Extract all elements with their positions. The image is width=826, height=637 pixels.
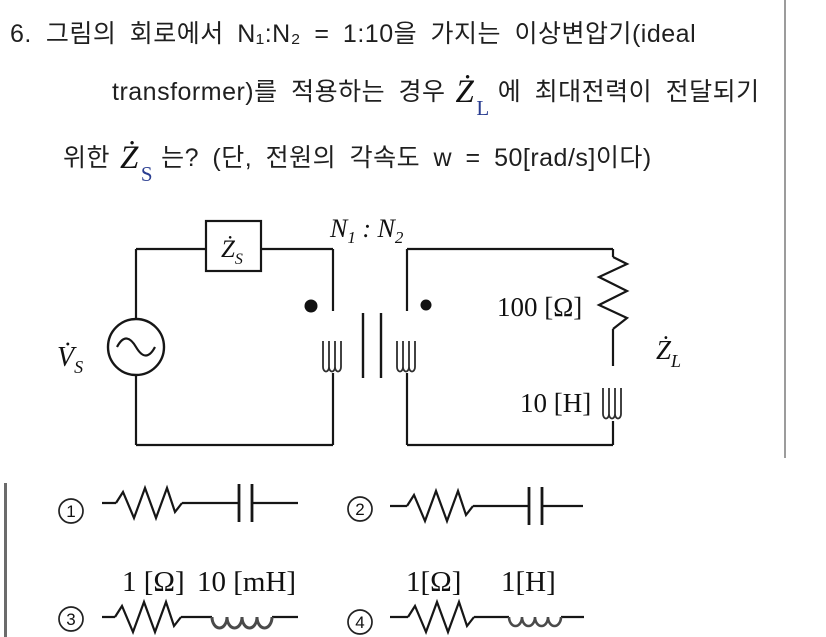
right-column-divider bbox=[784, 0, 786, 458]
z-load-main: Ż bbox=[455, 74, 475, 110]
option-4: 1[Ω] 1[H] 4 bbox=[347, 566, 584, 636]
zs-box bbox=[204, 219, 263, 273]
option-1-resistor-icon bbox=[115, 484, 183, 522]
question-line-3: 위한 ŻS 는? (단, 전원의 각속도 w = 50[rad/s]이다) bbox=[63, 138, 652, 186]
option-4-number: 4 bbox=[355, 613, 364, 632]
sine-wave-icon bbox=[116, 337, 156, 357]
circuit-wires bbox=[134, 247, 615, 447]
secondary-winding-icon bbox=[396, 341, 416, 373]
option-2-circle bbox=[347, 496, 373, 522]
ac-source-icon bbox=[106, 317, 166, 377]
polarity-dot-primary bbox=[304, 299, 318, 313]
question-line-3-prefix: 위한 bbox=[63, 144, 111, 172]
option-4-inductor-label: 1[H] bbox=[501, 566, 556, 598]
option-2: 2 bbox=[347, 487, 583, 525]
load-resistor-label: 100 [Ω] bbox=[497, 292, 582, 322]
z-source-sub: S bbox=[140, 161, 154, 186]
option-1: 1 bbox=[58, 484, 298, 524]
load-resistor-icon bbox=[596, 256, 630, 330]
z-source-main: Ż bbox=[120, 140, 139, 176]
option-4-circle bbox=[347, 609, 373, 635]
option-3-resistor-icon bbox=[114, 598, 182, 636]
zs-box-label: ŻS bbox=[221, 236, 243, 268]
polarity-dot-secondary bbox=[420, 299, 432, 311]
option-2-capacitor-icon bbox=[527, 487, 544, 525]
option-3: 1 [Ω] 10 [mH] 3 bbox=[58, 566, 298, 636]
option-1-number: 1 bbox=[66, 502, 75, 521]
option-4-resistor-label: 1[Ω] bbox=[406, 566, 461, 598]
option-1-circle bbox=[58, 498, 84, 524]
option-4-inductor-icon bbox=[507, 616, 563, 628]
primary-winding-icon bbox=[322, 341, 342, 373]
option-2-number: 2 bbox=[355, 500, 364, 519]
question-line-1: 6. 그림의 회로에서 N₁:N₂ = 1:10을 가지는 이상변압기(ideal bbox=[10, 14, 696, 50]
option-3-inductor-label: 10 [mH] bbox=[197, 566, 296, 598]
question-number: 6. bbox=[10, 20, 32, 48]
option-2-resistor-icon bbox=[406, 487, 474, 525]
option-3-resistor-label: 1 [Ω] bbox=[122, 566, 185, 598]
answer-options: 1 2 1 [Ω] 10 [mH] 3 1[Ω] 1[H] bbox=[58, 484, 584, 636]
question-line-2-suffix: 에 최대전력이 전달되기 bbox=[497, 78, 760, 106]
question-line-3-suffix: 는? (단, 전원의 각속도 w = 50[rad/s]이다) bbox=[161, 144, 652, 172]
option-3-number: 3 bbox=[66, 610, 75, 629]
left-column-divider bbox=[4, 483, 7, 637]
turns-ratio-label: N1 : N2 bbox=[329, 214, 404, 247]
option-3-circle bbox=[58, 606, 84, 632]
circuit-diagram: V̇S ŻS N1 : N2 100 [Ω] 10 [H] ŻL bbox=[57, 214, 681, 447]
option-4-resistor-icon bbox=[407, 598, 475, 636]
z-source-symbol: ŻS bbox=[120, 140, 153, 186]
option-3-inductor-icon bbox=[210, 616, 274, 630]
question-line-2-prefix: transformer)를 적용하는 경우 bbox=[112, 78, 446, 106]
load-inductor-icon bbox=[602, 388, 622, 420]
zl-label: ŻL bbox=[656, 335, 681, 371]
question-line-1-text: 그림의 회로에서 N₁:N₂ = 1:10을 가지는 이상변압기(ideal bbox=[45, 20, 697, 48]
z-load-symbol: ŻL bbox=[455, 74, 490, 120]
z-load-sub: L bbox=[476, 95, 490, 120]
load-inductor-label: 10 [H] bbox=[520, 388, 591, 418]
option-1-capacitor-icon bbox=[237, 484, 254, 522]
source-voltage-label: V̇S bbox=[57, 342, 83, 377]
